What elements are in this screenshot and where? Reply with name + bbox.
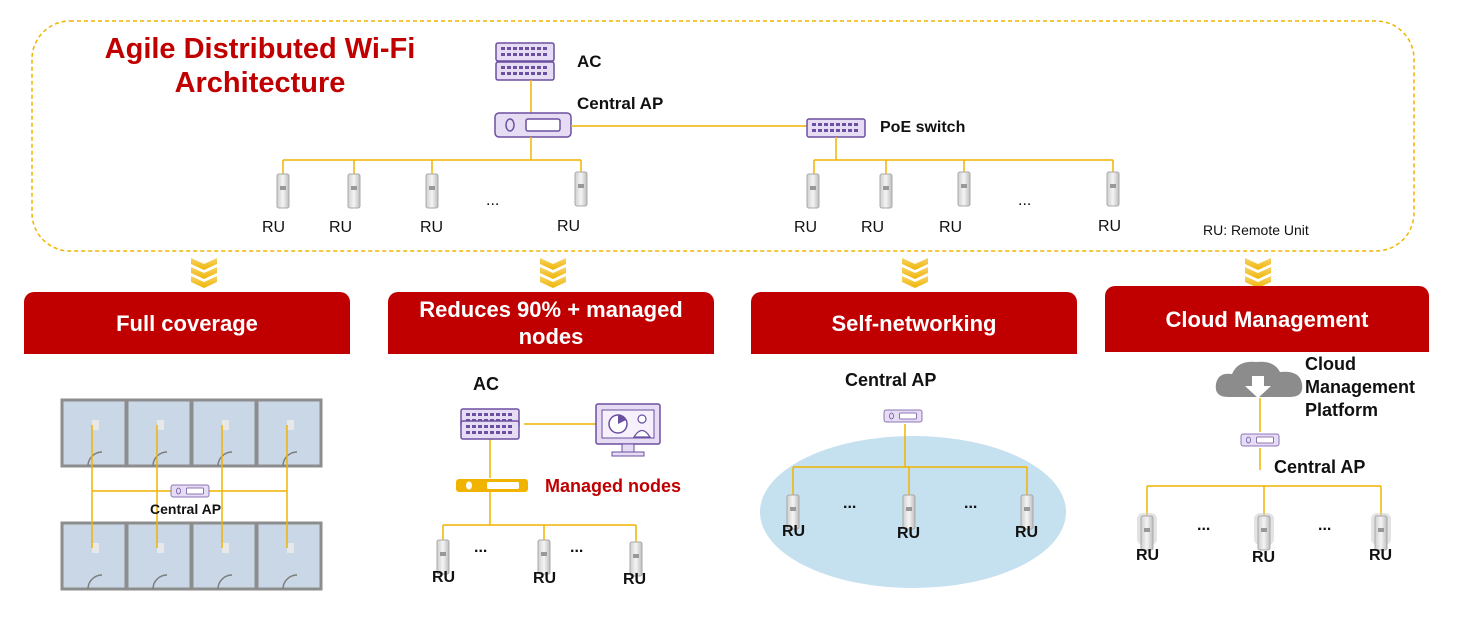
central-ap-device (494, 112, 572, 138)
managed-ac-device (460, 408, 520, 440)
ru-label: RU (861, 219, 885, 236)
ru-device (902, 494, 916, 530)
self-network-central-ap-device (883, 409, 923, 423)
ru-device (425, 173, 439, 209)
ru-label: RU (557, 218, 581, 235)
ru-device (879, 173, 893, 209)
ellipsis-label: ... (1018, 192, 1032, 209)
ru-label: RU (782, 523, 806, 540)
central-ap-label: Central AP (1274, 457, 1366, 477)
ru-device (1254, 513, 1274, 551)
poe-switch-label: PoE switch (880, 119, 966, 136)
ellipsis-label: ... (474, 539, 488, 556)
self-network-links (792, 424, 1028, 495)
ellipsis-label: ... (843, 495, 857, 512)
down-chevron-icon (191, 258, 217, 288)
ru-label: RU (623, 571, 647, 588)
ac-label: AC (473, 374, 499, 394)
down-chevron-icon (540, 258, 566, 288)
ru-label: RU (1098, 218, 1122, 235)
panel-title: Self-networking (751, 292, 1077, 354)
ru-label: RU (432, 569, 456, 586)
cloud-central-ap-device (1240, 433, 1280, 447)
panel-title: Full coverage (24, 292, 350, 354)
central-ap-label: Central AP (845, 370, 937, 390)
ru-label: RU (939, 219, 963, 236)
ru-label: RU (1136, 547, 1160, 564)
managed-nodes-links (442, 423, 637, 542)
monitor-icon (595, 403, 661, 457)
ru-label: RU (897, 525, 921, 542)
ru-device (806, 173, 820, 209)
ellipsis-label: ... (570, 539, 584, 556)
ru-legend: RU: Remote Unit (1203, 222, 1309, 238)
floor-rooms-top (60, 398, 323, 468)
poe-switch-device (806, 118, 866, 138)
floor-plan (60, 398, 323, 591)
ellipsis-label: ... (1318, 517, 1332, 534)
central-ap-label: Central AP (577, 94, 664, 113)
architecture-frame (31, 20, 1415, 252)
ru-device (574, 171, 588, 207)
ru-device (347, 173, 361, 209)
left-ru-tree (282, 137, 582, 174)
page-title: Agile Distributed Wi-Fi Architecture (104, 33, 416, 99)
ru-label: RU (420, 219, 444, 236)
managed-ap-highlighted (456, 479, 528, 492)
ru-label: RU (1369, 547, 1393, 564)
floor-rooms-bottom (60, 521, 323, 591)
cloud-links (1146, 398, 1382, 516)
down-chevron-icon (1245, 258, 1271, 288)
ru-label: RU (1015, 524, 1039, 541)
ac-device (495, 42, 555, 81)
ellipsis-label: ... (1197, 517, 1211, 534)
ru-device (537, 539, 551, 575)
ru-label: RU (533, 570, 557, 587)
ru-label: RU (794, 219, 818, 236)
ru-device (1106, 171, 1120, 207)
cloud-icon (1215, 361, 1303, 398)
floor-central-ap-device (170, 484, 210, 498)
ru-label: RU (262, 219, 286, 236)
right-ru-tree (813, 137, 1114, 174)
ru-label: RU (329, 219, 353, 236)
ru-label: RU (1252, 549, 1276, 566)
cloud-platform-label: Cloud Management Platform (1305, 354, 1416, 420)
ru-device (1137, 513, 1157, 551)
ru-device (276, 173, 290, 209)
panel-title: Cloud Management (1105, 286, 1429, 352)
managed-nodes-label: Managed nodes (545, 476, 682, 496)
central-ap-label: Central AP (150, 501, 222, 517)
ru-device (1371, 513, 1391, 551)
down-chevron-icon (902, 258, 928, 288)
ellipsis-label: ... (486, 192, 500, 209)
ru-device (957, 171, 971, 207)
ellipsis-label: ... (964, 495, 978, 512)
ac-label: AC (577, 52, 602, 71)
panel-title: Reduces 90% + managed nodes (388, 292, 714, 354)
